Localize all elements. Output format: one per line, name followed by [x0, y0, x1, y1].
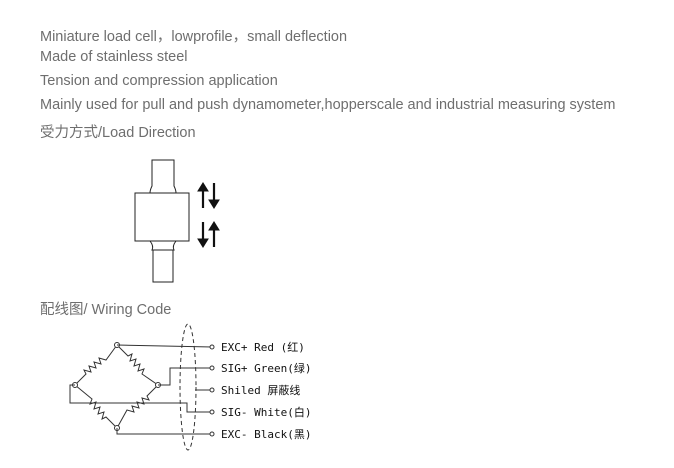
resistor-r3 — [116, 384, 159, 429]
shield-ellipse — [179, 323, 197, 451]
feature-line-3: Tension and compression application — [40, 73, 278, 89]
resistor-r4 — [74, 384, 118, 429]
terminal-exc-minus — [209, 431, 215, 437]
feature-line-4: Mainly used for pull and push dynamomete… — [40, 97, 616, 113]
terminal-sig-plus — [209, 365, 215, 371]
wires — [69, 344, 213, 435]
direction-arrows — [197, 182, 220, 248]
feature-line-1: Miniature load cell，lowprofile，small def… — [40, 29, 348, 45]
wiring-heading: 配线图/ Wiring Code — [40, 302, 172, 318]
cell-body — [134, 192, 190, 242]
terminal-shield — [209, 387, 215, 393]
wire-label-shield: Shiled 屏蔽线 — [221, 383, 300, 397]
feature-line-2: Made of stainless steel — [40, 49, 188, 65]
wire-label-sig-minus: SIG- White(白) — [221, 405, 311, 419]
wire-label-exc-plus: EXC+ Red (红) — [221, 341, 305, 354]
load-direction-heading: 受力方式/Load Direction — [40, 125, 196, 141]
terminal-sig-minus — [209, 409, 215, 415]
cell-neck — [148, 240, 178, 251]
wire-label-exc-minus: EXC- Black(黑) — [221, 428, 311, 441]
bottom-stud — [152, 249, 174, 283]
resistor-r1 — [74, 344, 118, 386]
terminal-exc-plus — [209, 344, 215, 350]
resistor-r2 — [116, 344, 159, 386]
wire-label-sig-plus: SIG+ Green(绿) — [221, 361, 311, 375]
